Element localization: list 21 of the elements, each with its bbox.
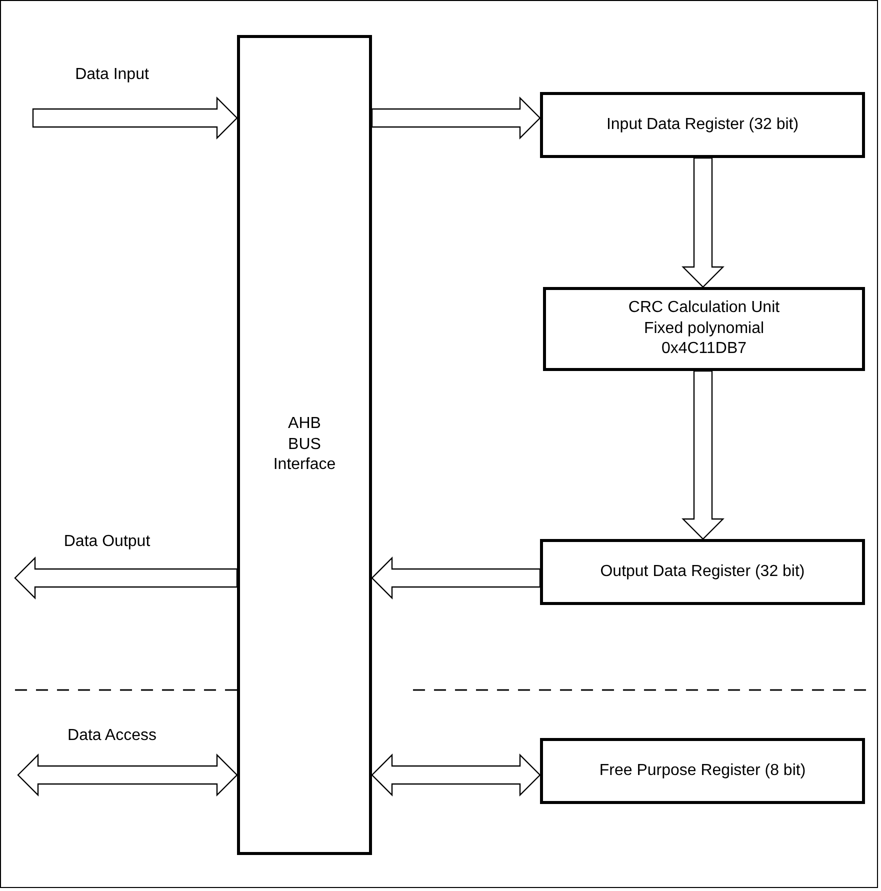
- block-arrow: [371, 556, 541, 600]
- node-label: CRC Calculation Unit: [628, 298, 780, 318]
- register-box: [540, 738, 865, 804]
- bus-interface-box: [237, 35, 372, 855]
- block-arrow: [682, 157, 724, 288]
- node-label: Fixed polynomial: [644, 318, 764, 339]
- block-arrow: [371, 96, 541, 140]
- node-label: Input Data Register (32 bit): [606, 114, 799, 135]
- register-box: [543, 287, 865, 371]
- node-label: Free Purpose Register (8 bit): [599, 760, 806, 781]
- block-arrow: [32, 96, 238, 140]
- node-label: AHB BUS Interface: [273, 414, 336, 476]
- node-label: 0x4C11DB7: [661, 339, 747, 360]
- block-arrow: [17, 754, 238, 796]
- node-label: Output Data Register (32 bit): [600, 562, 805, 582]
- block-arrow: [14, 556, 238, 600]
- register-box: [540, 539, 865, 605]
- register-box: [540, 92, 865, 158]
- edge-label: Data Input: [73, 66, 151, 84]
- block-arrow: [682, 370, 724, 540]
- block-arrow: [371, 754, 541, 796]
